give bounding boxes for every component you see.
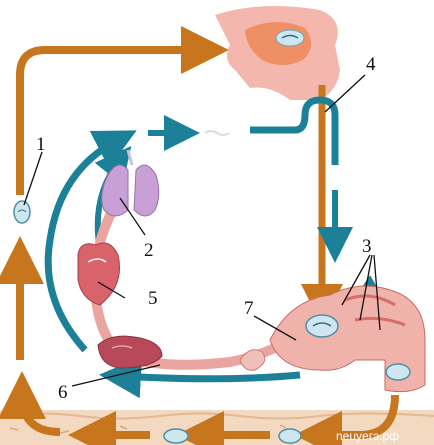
teal-arrow-top xyxy=(148,131,229,135)
label-4: 4 xyxy=(366,54,376,75)
liver xyxy=(98,336,162,368)
gametocyte-icon xyxy=(386,364,410,380)
merozoite-icon xyxy=(306,315,338,337)
label-7: 7 xyxy=(244,298,254,319)
teal-arrow-bottom-left xyxy=(120,375,300,379)
label-5: 5 xyxy=(148,288,158,309)
label-2: 2 xyxy=(144,240,154,261)
sporozoite-icon xyxy=(14,201,30,223)
lungs xyxy=(102,150,159,216)
watermark: neuyегэ.рф xyxy=(336,429,399,443)
label-3: 3 xyxy=(362,236,372,257)
label-1: 1 xyxy=(36,134,46,155)
heart xyxy=(78,243,120,305)
label-6: 6 xyxy=(58,382,68,403)
